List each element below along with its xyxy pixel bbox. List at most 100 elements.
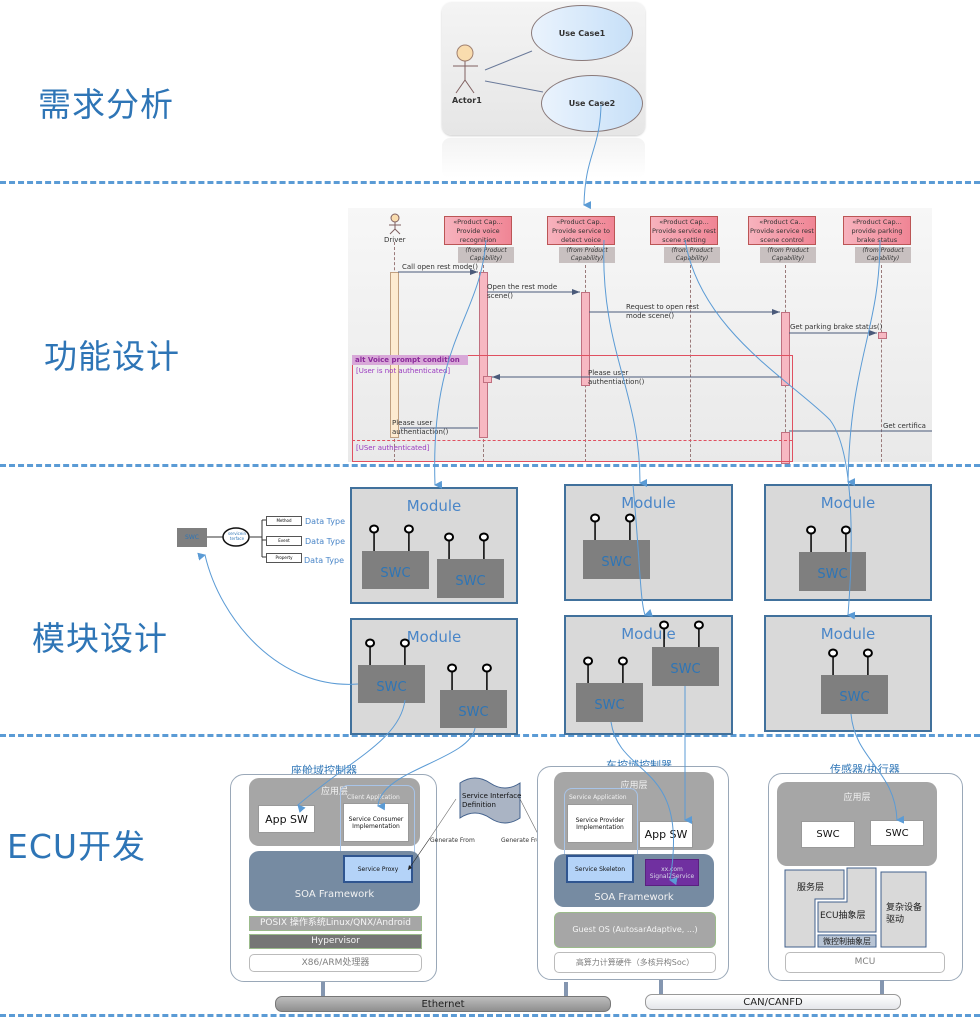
swc-block[interactable]: SWC <box>362 551 429 589</box>
message-label: Open the rest mode scene() <box>487 283 558 300</box>
interface-property: Property <box>266 553 302 563</box>
interface-method: Method <box>266 516 302 526</box>
generate-from-right: Generate From <box>501 837 546 844</box>
module-title: Module <box>621 494 676 512</box>
service-layer-label: 服务层 <box>797 883 825 893</box>
ecu-abstraction-label: ECU抽象层 <box>820 911 866 921</box>
bus-connector <box>564 982 568 996</box>
data-type-label: Data Type <box>304 556 345 565</box>
sid-label: Service Interface Definition <box>462 792 522 809</box>
service-provider-box[interactable]: Service Provider Implementation <box>567 804 633 843</box>
app-sw-box[interactable]: App SW <box>258 805 315 833</box>
mcal-label: 微控制抽象层 <box>823 937 871 946</box>
divider <box>0 1014 980 1017</box>
ethernet-bus[interactable]: Ethernet <box>275 996 611 1012</box>
os-layer: POSIX 操作系统Linux/QNX/Android <box>249 916 422 931</box>
hardware-layer: 高算力计算硬件（多核异构Soc） <box>554 952 716 973</box>
divider <box>0 464 980 467</box>
swc-block[interactable]: SWC <box>440 690 507 728</box>
swc-block[interactable]: SWC <box>437 559 504 598</box>
module-title: Module <box>406 628 462 646</box>
divider <box>0 181 980 184</box>
from-tag-line: (from Product <box>566 247 608 254</box>
lifeline-name: provide parking brake status <box>851 227 903 244</box>
message-label: Call open rest mode() <box>402 263 478 271</box>
swc-block[interactable]: SWC <box>576 683 643 722</box>
use-case-1[interactable]: Use Case1 <box>531 5 633 61</box>
use-case-reflection <box>442 138 645 178</box>
soa-framework-label: SOA Framework <box>294 888 375 900</box>
swc-block[interactable]: SWC <box>821 675 888 714</box>
service-consumer-box[interactable]: Service Consumer Implementation <box>343 803 409 842</box>
activation <box>878 332 887 339</box>
swc-block[interactable]: SWC <box>358 665 425 703</box>
module-title: Module <box>406 497 462 515</box>
from-tag-line: Capability) <box>866 255 900 262</box>
swc-block[interactable]: SWC <box>652 647 719 686</box>
from-tag-line: Capability) <box>675 255 709 262</box>
activation <box>581 292 590 386</box>
hardware-layer: X86/ARM处理器 <box>249 954 422 972</box>
bus-connector <box>321 982 325 996</box>
cdd-label: 复杂设备驱动 <box>886 903 923 925</box>
lifeline-parking-brake[interactable]: «Product Cap... provide parking brake st… <box>843 216 911 245</box>
lifeline-name: Provide voice recognition <box>456 227 500 244</box>
swc-block[interactable]: SWC <box>799 552 866 591</box>
message-label: Get certifica <box>883 422 926 430</box>
stereotype: «Product Ca... <box>759 218 805 226</box>
module-box[interactable]: Module <box>764 615 932 732</box>
generate-from-left: Generate From <box>430 837 475 844</box>
guard-not-authenticated: [User is not authenticated] <box>356 367 451 375</box>
from-tag-line: (from Product <box>862 247 904 254</box>
message-label: Get parking brake status() <box>790 323 883 331</box>
can-bus[interactable]: CAN/CANFD <box>645 994 901 1010</box>
guest-os-layer: Guest OS (AutosarAdaptive, ...) <box>554 912 716 948</box>
from-tag-line: (from Product <box>767 247 809 254</box>
lifeline-rest-scene-setting[interactable]: «Product Cap... Provide service rest sce… <box>650 216 718 245</box>
driver-label: Driver <box>384 236 406 244</box>
stereotype: «Product Cap... <box>556 218 606 226</box>
guard-authenticated: [USer authenticated] <box>356 444 430 452</box>
interface-event: Event <box>266 536 302 546</box>
app-layer-label: 应用层 <box>843 793 871 803</box>
from-tag-line: Capability) <box>469 255 503 262</box>
signal2service-box[interactable]: xx.com Signal2Service <box>645 859 699 886</box>
lifeline-rest-scene-control[interactable]: «Product Ca... Provide service rest scen… <box>748 216 816 245</box>
data-type-label: Data Type <box>305 537 346 546</box>
from-tag-line: (from Product <box>465 247 507 254</box>
message-label: Request to open rest mode scene() <box>626 303 700 320</box>
bus-connector <box>659 980 663 994</box>
data-type-label: Data Type <box>305 517 346 526</box>
service-skeleton-box[interactable]: Service Skeleton <box>566 855 634 883</box>
divider <box>0 734 980 737</box>
phase-label-ecu-development: ECU开发 <box>7 827 147 866</box>
use-case-2[interactable]: Use Case2 <box>541 75 643 132</box>
lifeline-name: Provide service rest scene control <box>750 227 814 244</box>
lifeline-detect-voice[interactable]: «Product Cap... Provide service to detec… <box>547 216 615 253</box>
client-application-label: Client Application <box>347 794 400 801</box>
service-application-label: Service Application <box>569 794 627 801</box>
stereotype: «Product Cap... <box>453 218 503 226</box>
module-title: Module <box>820 494 876 512</box>
swc-box[interactable]: SWC <box>870 820 924 846</box>
swc-box[interactable]: SWC <box>801 821 855 848</box>
service-proxy-box[interactable]: Service Proxy <box>343 855 413 883</box>
lifeline <box>881 265 882 462</box>
swc-block[interactable]: SWC <box>583 540 650 579</box>
soa-framework-label: SOA Framework <box>594 892 674 903</box>
interface-swc: SWC <box>177 528 207 547</box>
app-sw-box[interactable]: App SW <box>639 821 693 848</box>
alt-separator <box>352 440 792 441</box>
stereotype: «Product Cap... <box>852 218 902 226</box>
module-title: Module <box>820 625 876 643</box>
module-title: Module <box>621 625 676 643</box>
trace-link <box>197 552 359 685</box>
interface-label: servicein terface <box>228 531 246 541</box>
lifeline-voice-recognition[interactable]: «Product Cap... Provide voice recognitio… <box>444 216 512 245</box>
phase-label-module-design: 模块设计 <box>32 619 168 658</box>
